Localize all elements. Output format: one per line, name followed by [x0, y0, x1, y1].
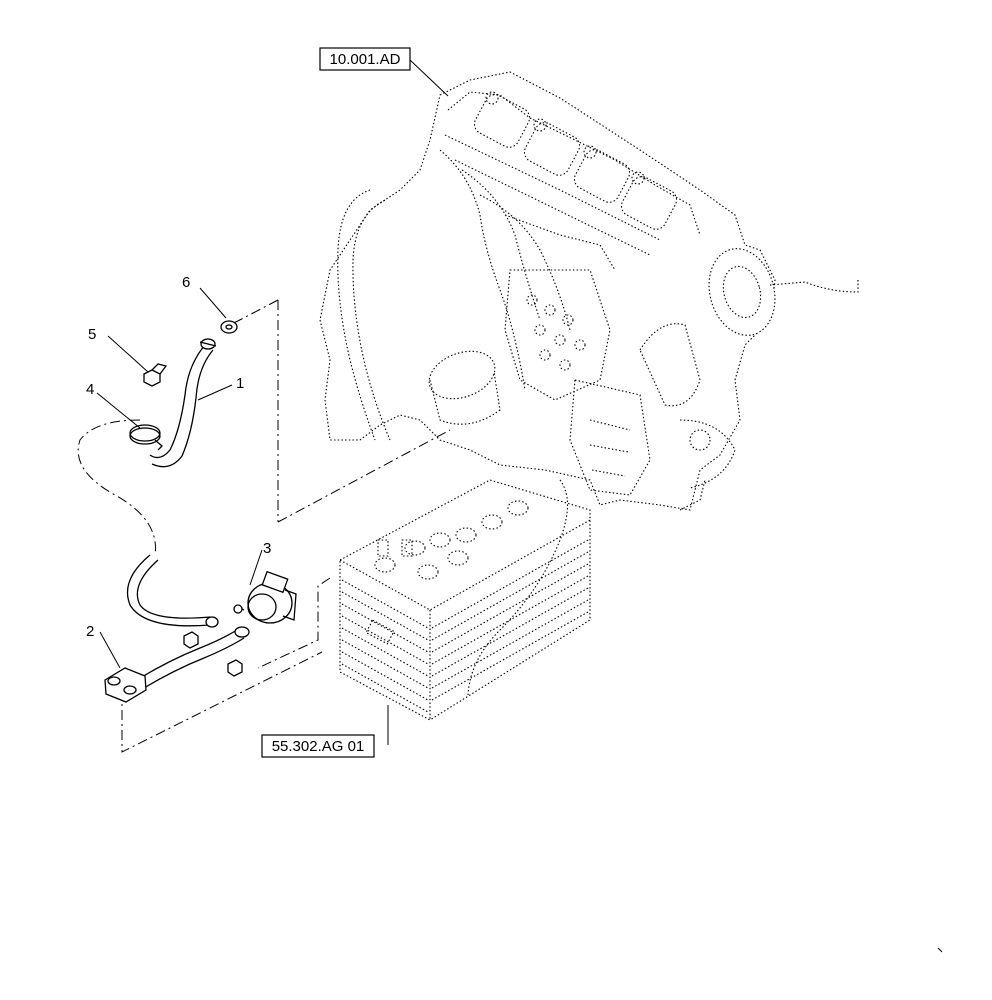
reference-battery[interactable]: 55.302.AG 01: [261, 734, 375, 758]
part-2-battery-clamp-cable[interactable]: [104, 626, 250, 703]
part-3-switch[interactable]: [233, 570, 297, 624]
battery-assembly: [339, 479, 591, 721]
callout-5: 5: [88, 326, 96, 343]
part-4-clamp[interactable]: [129, 424, 163, 451]
stray-mark: [937, 947, 943, 953]
reference-engine-label: 10.001.AD: [330, 51, 401, 68]
nuts: [183, 631, 243, 677]
phantom-lines: [121, 299, 451, 753]
callout-3: 3: [263, 540, 271, 557]
reference-engine[interactable]: 10.001.AD: [319, 47, 411, 71]
part-5-bolt[interactable]: [143, 363, 168, 387]
callout-1: 1: [236, 375, 244, 392]
part-6-washer[interactable]: [220, 320, 238, 334]
part-1-cable[interactable]: [149, 338, 217, 468]
leader-lines: [96, 59, 449, 745]
engine-assembly: [319, 71, 859, 511]
callout-6: 6: [182, 274, 190, 291]
reference-battery-label: 55.302.AG 01: [272, 738, 365, 755]
callout-4: 4: [86, 381, 94, 398]
cable-route-line: [77, 419, 156, 556]
cable-loop: [126, 554, 219, 628]
callout-2: 2: [86, 623, 94, 640]
